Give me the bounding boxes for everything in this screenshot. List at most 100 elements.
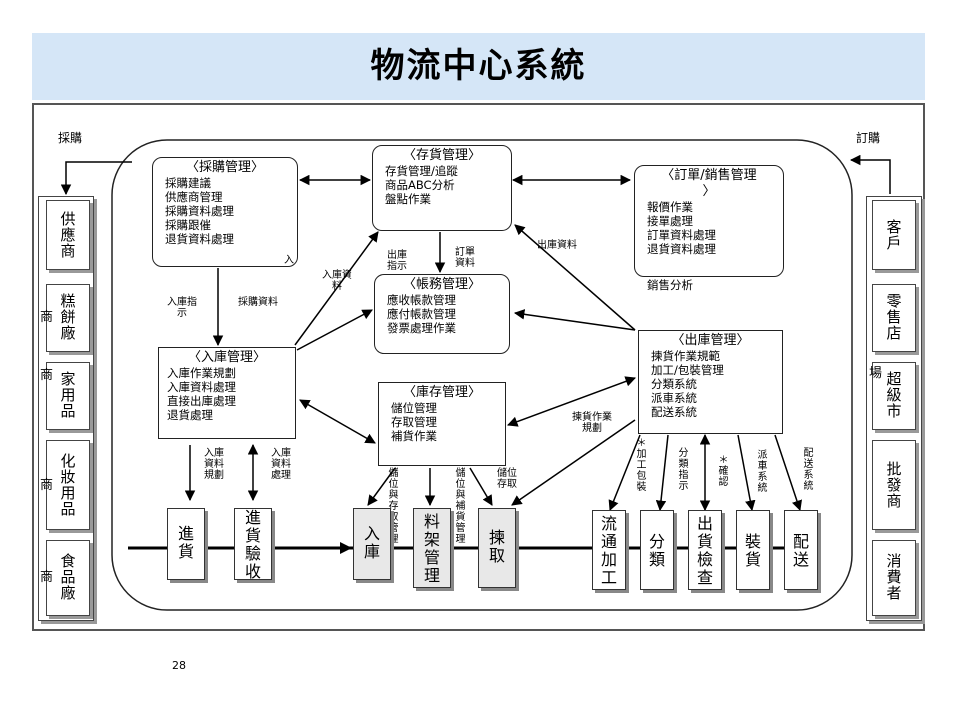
inbound-module: 〈入庫管理〉 入庫作業規劃 入庫資料處理 直接出庫處理 退貨處理 xyxy=(158,347,296,439)
module-item: 應付帳款管理 xyxy=(387,307,456,321)
flow-label: 揀貨作業規劃 xyxy=(572,412,612,434)
supplier-suffix: 商 xyxy=(40,478,54,493)
flow-label: 分類指示 xyxy=(678,448,689,492)
supplier-header: 供應商 xyxy=(60,210,76,260)
system-boundary xyxy=(111,139,853,611)
module-title: 〈出庫管理〉 xyxy=(671,333,750,348)
module-title: 〈帳務管理〉 xyxy=(402,277,481,292)
customer-item-box: 批發商 xyxy=(872,440,916,530)
flow-label: 入庫指示 xyxy=(167,297,197,319)
flow-label: 儲位與補貨管理 xyxy=(455,468,466,545)
process-step: 分類 xyxy=(640,510,674,590)
module-item: 應收帳款管理 xyxy=(387,293,456,307)
flow-label: 出庫資料 xyxy=(537,240,577,251)
title-bar: 物流中心系統 xyxy=(32,33,925,100)
module-item: 直接出庫處理 xyxy=(167,394,236,408)
module-item: 分類系統 xyxy=(651,377,697,391)
module-item: 補貨作業 xyxy=(391,429,437,443)
module-title-end: 〉 xyxy=(702,184,716,199)
inventory-module: 〈存貨管理〉 存貨管理/追蹤 商品ABC分析 盤點作業 xyxy=(372,145,512,231)
order-sales-module: 〈訂單/銷售管理 〉 報價作業 接單處理 訂單資料處理 退貨資料處理 xyxy=(634,165,784,277)
module-item: 派車系統 xyxy=(651,391,697,405)
flow-label: 入庫資料處理 xyxy=(271,448,291,481)
diagram-frame xyxy=(32,103,925,631)
page-number: 28 xyxy=(172,659,186,672)
module-item: 加工/包裝管理 xyxy=(651,363,724,377)
procurement-label: 採購 xyxy=(58,131,83,145)
customer-item: 超級市 xyxy=(886,370,902,420)
module-item: 銷售分析 xyxy=(647,278,693,292)
ordering-arrow xyxy=(849,154,891,194)
module-item: 發票處理作業 xyxy=(387,321,456,335)
flow-label: 入庫資料規劃 xyxy=(204,448,224,481)
process-step: 出貨檢查 xyxy=(688,510,722,590)
purchasing-tail: 入 xyxy=(284,255,294,266)
module-item: 退貨資料處理 xyxy=(165,232,234,246)
supplier-suffix: 商 xyxy=(40,368,54,383)
module-title: 〈存貨管理〉 xyxy=(402,148,481,163)
module-item: 退貨資料處理 xyxy=(647,242,716,256)
customer-item-box: 超級市 xyxy=(872,362,916,430)
module-item: 接單處理 xyxy=(647,214,693,228)
module-item: 供應商管理 xyxy=(165,190,223,204)
module-item: 商品ABC分析 xyxy=(385,178,455,192)
ordering-label: 訂購 xyxy=(856,131,881,145)
customer-item-box: 零售店 xyxy=(872,284,916,352)
supplier-item: 化妝用品 xyxy=(60,452,76,518)
flow-label: 入庫資料 xyxy=(322,270,352,292)
supplier-item-box: 食品廠 xyxy=(46,540,90,616)
purchasing-module: 〈採購管理〉 採購建議 供應商管理 採購資料處理 採購跟催 退貨資料處理 xyxy=(152,157,298,267)
process-step: 配送 xyxy=(784,510,818,590)
process-step: 揀取 xyxy=(478,508,516,588)
module-title: 〈訂單/銷售管理 xyxy=(661,168,757,183)
module-item: 報價作業 xyxy=(647,200,693,214)
flow-label: 採購資料 xyxy=(238,297,278,308)
process-step: 進貨 xyxy=(167,508,205,580)
module-item: 存取管理 xyxy=(391,415,437,429)
procurement-arrow xyxy=(60,161,132,196)
flow-label: 訂單資料 xyxy=(455,247,475,269)
supplier-header-box: 供應商 xyxy=(46,200,90,270)
flow-label: 派車系統 xyxy=(757,450,768,494)
module-item: 配送系統 xyxy=(651,405,697,419)
module-title: 〈採購管理〉 xyxy=(185,160,264,175)
supplier-item-box: 化妝用品 xyxy=(46,440,90,530)
process-step: 進貨驗收 xyxy=(234,508,272,581)
supplier-item: 糕餅廠 xyxy=(60,292,76,342)
accounting-module: 〈帳務管理〉 應收帳款管理 應付帳款管理 發票處理作業 xyxy=(374,274,510,354)
flow-label: 儲位與存取管理 xyxy=(388,468,399,545)
customer-side-label: 場 xyxy=(869,366,883,381)
customer-item: 消費者 xyxy=(886,552,902,602)
module-item: 存貨管理/追蹤 xyxy=(385,164,458,178)
process-step: 流通加工 xyxy=(592,510,626,590)
flow-label: ＊確認 xyxy=(718,455,729,488)
module-item: 採購建議 xyxy=(165,176,211,190)
customer-item: 批發商 xyxy=(886,460,902,510)
page-title: 物流中心系統 xyxy=(370,46,587,86)
supplier-item: 食品廠 xyxy=(60,552,76,602)
warehouse-module: 〈庫存管理〉 儲位管理 存取管理 補貨作業 xyxy=(378,382,506,466)
customer-header-box: 客戶 xyxy=(872,200,916,270)
customer-header: 客戶 xyxy=(886,218,902,252)
process-step: 料架管理 xyxy=(413,508,451,588)
process-step: 裝貨 xyxy=(736,510,770,590)
module-item: 儲位管理 xyxy=(391,401,437,415)
module-item: 訂單資料處理 xyxy=(647,228,716,242)
supplier-suffix: 商 xyxy=(40,310,54,325)
flow-label: 配送系統 xyxy=(803,448,814,492)
customer-item: 零售店 xyxy=(886,292,902,342)
module-item: 入庫作業規劃 xyxy=(167,366,236,380)
flow-label: ＊加工包裝 xyxy=(636,438,647,493)
module-title: 〈庫存管理〉 xyxy=(402,385,481,400)
module-item: 盤點作業 xyxy=(385,192,431,206)
flow-label: 出庫指示 xyxy=(387,250,407,272)
supplier-item: 家用品 xyxy=(60,370,76,420)
flow-label: 儲位存取 xyxy=(497,468,517,490)
supplier-suffix: 商 xyxy=(40,570,54,585)
supplier-item-box: 家用品 xyxy=(46,362,90,430)
module-item: 退貨處理 xyxy=(167,408,213,422)
module-item: 揀貨作業規範 xyxy=(651,349,720,363)
process-step: 入庫 xyxy=(353,508,391,580)
module-item: 採購跟催 xyxy=(165,218,211,232)
